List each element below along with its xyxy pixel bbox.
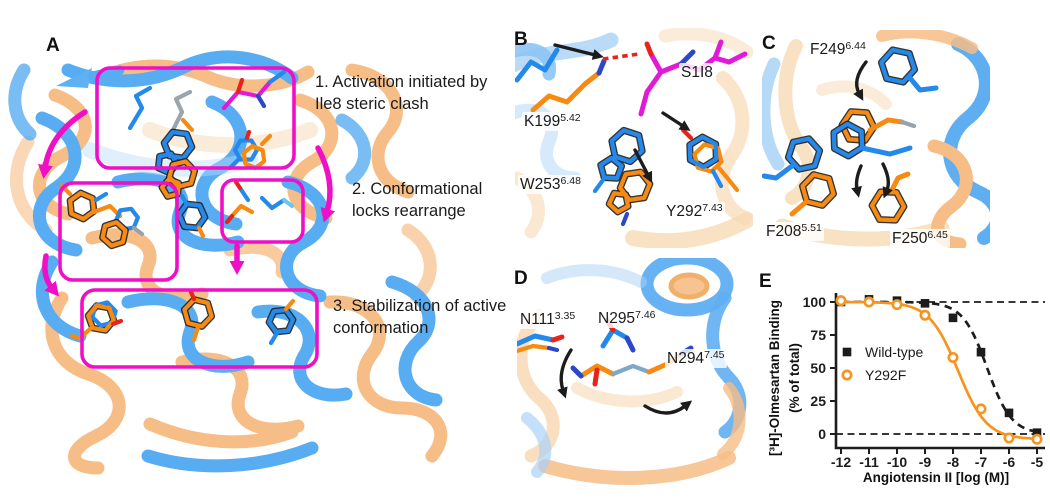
chart-y-axis-label-line1: [³H]-Olmesartan Binding [767,300,782,457]
svg-text:-7: -7 [975,454,988,470]
annotation-step-2: 2. Conformational locks rearrange [352,180,483,220]
residue-label-w253: W2536.48 [518,175,583,194]
panel-d-ribbons [517,258,747,485]
svg-text:-5: -5 [1031,454,1044,470]
activation-flow-arrows [38,109,336,297]
panel-d-structure-art [517,258,747,485]
svg-text:-12: -12 [831,454,851,470]
svg-text:-10: -10 [887,454,907,470]
residue-label-f249: F2496.44 [808,40,868,59]
svg-text:25: 25 [810,393,826,409]
step-3-box [80,288,319,369]
residue-label-n111: N1113.35 [518,310,578,329]
step-1-box [95,66,296,170]
residue-label-n294: N2947.45 [665,349,727,368]
residue-label-n295: N2957.46 [596,309,658,328]
panel-c-label: C [762,33,776,54]
panel-e-label: E [759,271,772,292]
panel-b-label: B [514,29,528,50]
svg-text:75: 75 [810,327,826,343]
panel-a-structure-art [8,50,448,475]
svg-text:Wild-type: Wild-type [865,344,924,360]
panel-d-arrows [557,348,693,415]
svg-text:100: 100 [803,294,827,310]
panel-b-arrows [553,43,691,183]
svg-text:-11: -11 [859,454,879,470]
svg-text:-9: -9 [919,454,932,470]
residue-label-f208: F2085.51 [764,222,824,241]
panel-a-label: A [46,35,60,56]
svg-text:0: 0 [818,426,826,442]
residue-label-f250: F2506.45 [890,229,950,248]
panel-c-structure-art [762,30,990,248]
panel-c-arrows [851,60,893,199]
svg-text:-6: -6 [1003,454,1016,470]
svg-text:-8: -8 [947,454,960,470]
annotation-step-1: 1. Activation initiated by Ile8 steric c… [315,73,488,113]
chart-y-axis-label-line2: (% of total) [786,343,802,413]
residue-label-s1i8: S1I8 [679,63,715,82]
chart-y-axis-label: [³H]-Olmesartan Binding (% of total) [765,273,807,483]
residue-label-k199: K1995.42 [522,112,583,131]
step-2-box-right [220,178,305,244]
chart-x-axis-label: Angiotensin II [log (M)] [862,470,1010,485]
svg-text:Y292F: Y292F [865,367,906,383]
svg-text:50: 50 [810,360,826,376]
panel-c-sticks [762,46,939,224]
binding-chart: 0 25 50 75 100 -12 -11 -10 -9 -8 -7 -6 -5 Wild-typeY2… [803,293,1045,470]
step-2-box-left [58,181,179,282]
activation-step-boxes [58,66,319,369]
annotation-step-3: 3. Stabilization of active conformation [333,297,507,337]
residue-label-y292: Y2927.43 [664,202,725,221]
panel-d-label: D [514,268,528,289]
hydrogen-bond-dashes [602,52,640,61]
ribbons-orange [10,59,448,475]
